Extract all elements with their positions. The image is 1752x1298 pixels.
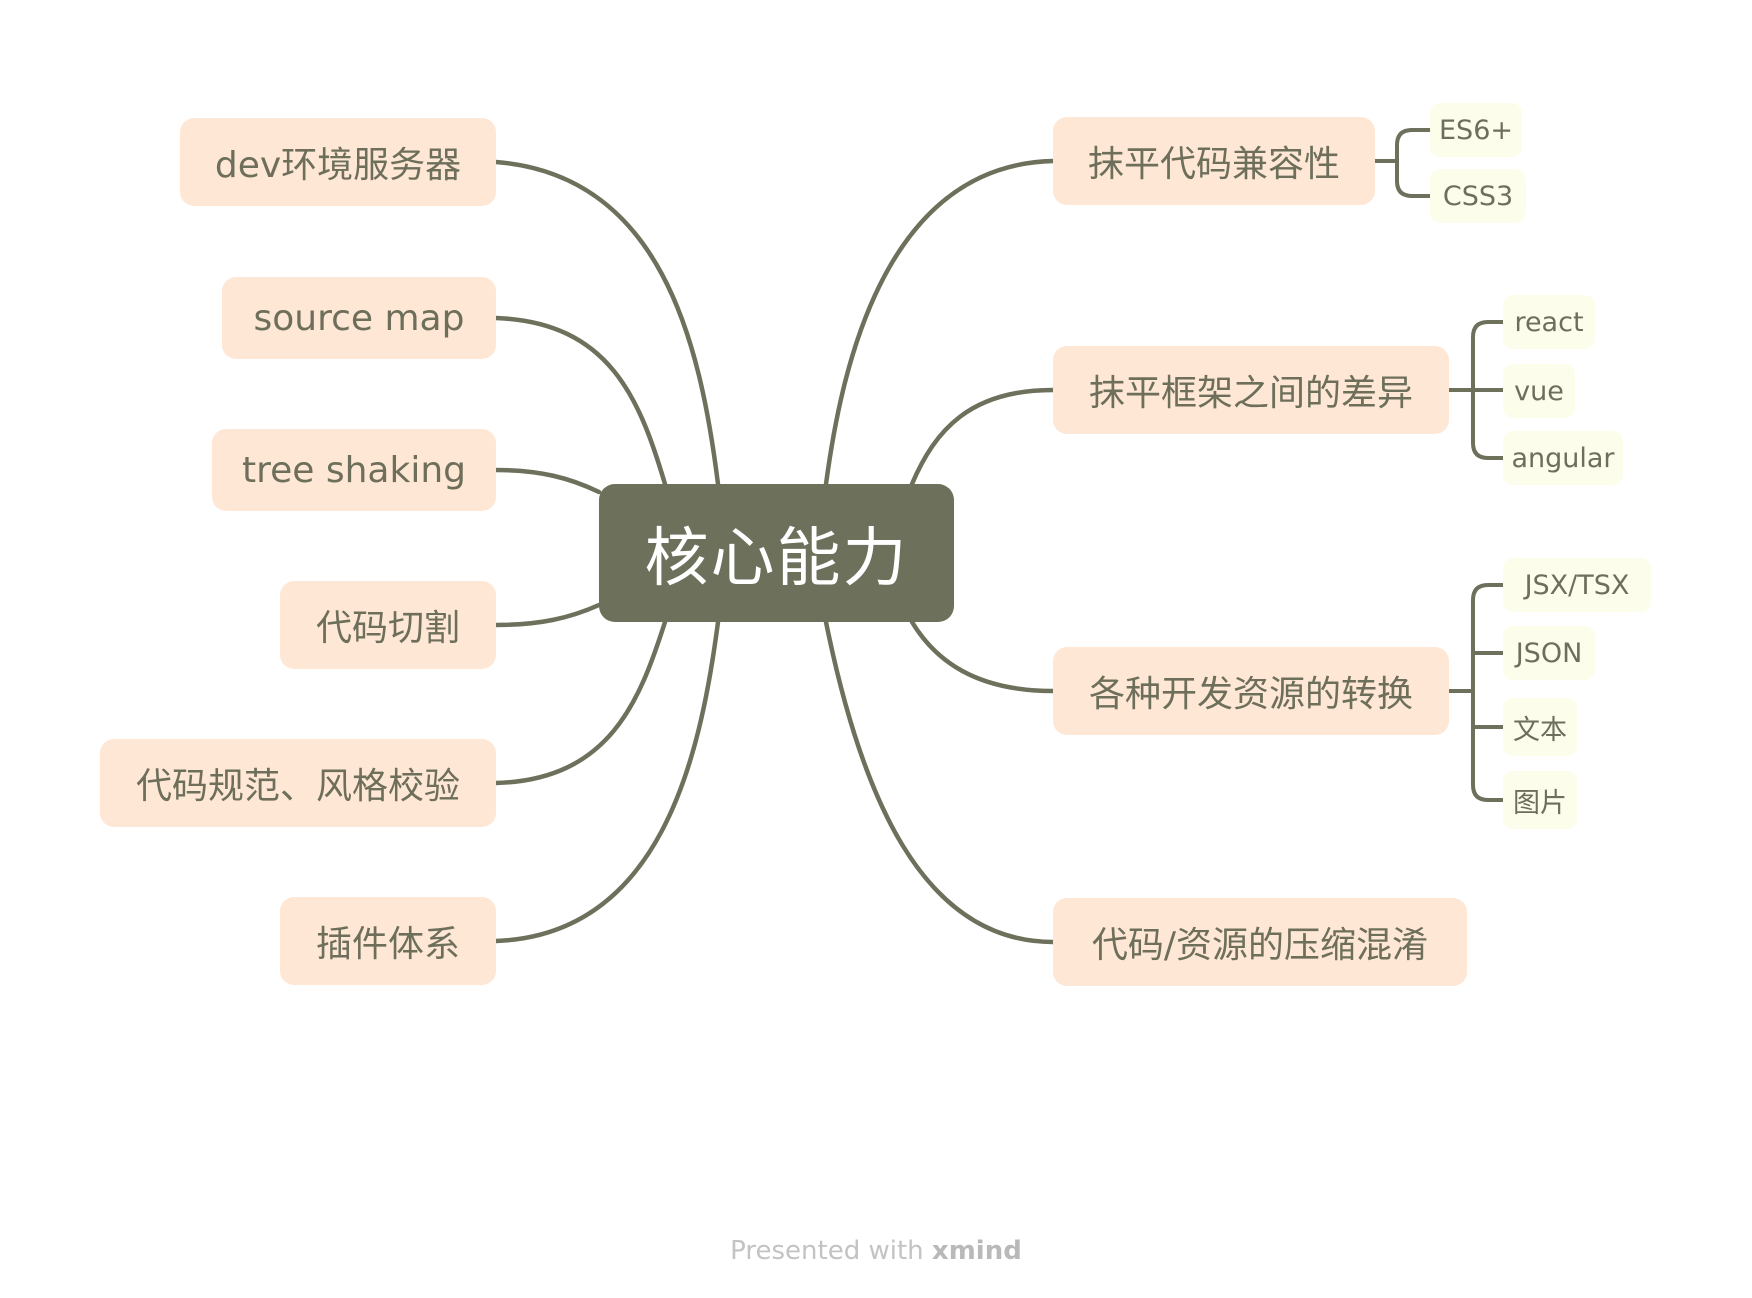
topic-compat[interactable]: 抹平代码兼容性 <box>1053 117 1375 205</box>
subtopic-angular[interactable]: angular <box>1503 431 1623 485</box>
topic-source-map[interactable]: source map <box>222 277 496 359</box>
subtopic-image[interactable]: 图片 <box>1503 771 1577 829</box>
connector-compat <box>823 158 1056 487</box>
topic-dev-server[interactable]: dev环境服务器 <box>180 118 496 206</box>
subtopic-css3[interactable]: CSS3 <box>1430 169 1526 223</box>
topic-framework-diff[interactable]: 抹平框架之间的差异 <box>1053 346 1449 434</box>
subtopic-jsx-tsx[interactable]: JSX/TSX <box>1503 558 1651 612</box>
bracket-resource <box>1471 583 1505 802</box>
connector-code-linting <box>493 619 668 786</box>
connector-resource-transform <box>909 619 1056 694</box>
connector-source-map <box>493 315 668 487</box>
topic-resource-transform[interactable]: 各种开发资源的转换 <box>1053 647 1449 735</box>
connector-framework-diff <box>909 387 1056 487</box>
subtopic-json[interactable]: JSON <box>1503 626 1595 680</box>
connector-dev-server <box>493 159 721 487</box>
footer-prefix: Presented with <box>730 1236 924 1266</box>
bracket-compat <box>1395 128 1432 198</box>
subtopic-text[interactable]: 文本 <box>1503 698 1577 756</box>
connector-minify <box>823 619 1056 945</box>
subtopic-es6[interactable]: ES6+ <box>1430 103 1522 157</box>
subtopic-react[interactable]: react <box>1503 295 1595 349</box>
topic-plugin-system[interactable]: 插件体系 <box>280 897 496 985</box>
topic-tree-shaking[interactable]: tree shaking <box>212 429 496 511</box>
connector-plugin-system <box>493 619 721 944</box>
connector-tree-shaking <box>493 467 602 495</box>
topic-code-splitting[interactable]: 代码切割 <box>280 581 496 669</box>
bracket-framework <box>1471 320 1505 460</box>
xmind-logo-text: xmind <box>931 1236 1022 1266</box>
topic-minify[interactable]: 代码/资源的压缩混淆 <box>1053 898 1467 986</box>
connector-code-splitting <box>493 602 602 628</box>
presented-with-footer: Presented with xmind <box>0 1236 1752 1266</box>
subtopic-vue[interactable]: vue <box>1503 364 1575 418</box>
central-topic[interactable]: 核心能力 <box>599 484 954 622</box>
topic-code-linting[interactable]: 代码规范、风格校验 <box>100 739 496 827</box>
